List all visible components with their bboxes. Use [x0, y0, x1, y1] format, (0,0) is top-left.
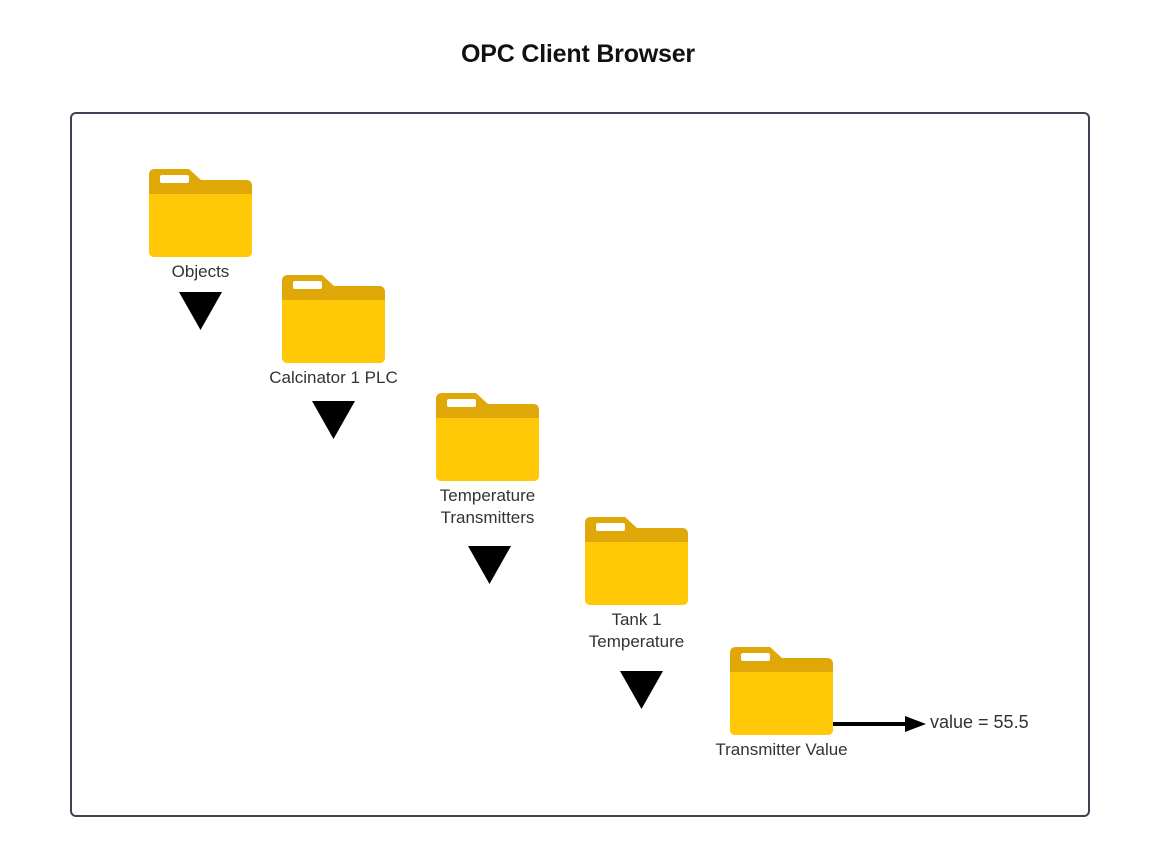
node-label: Temperature Transmitters: [439, 486, 536, 528]
down-triangle-icon: [468, 546, 511, 584]
node-label: Transmitter Value: [715, 740, 848, 759]
value-readout: value = 55.5: [930, 712, 1029, 732]
down-triangle-icon: [620, 671, 663, 709]
folder-icon: [282, 275, 385, 363]
folder-icon: [149, 169, 252, 257]
diagram-canvas: Objects Calcinator 1 PLC: [70, 112, 1090, 817]
folder-icon: [436, 393, 539, 481]
right-arrow-icon: [833, 714, 926, 734]
folder-icon: [585, 517, 688, 605]
down-triangle-icon: [179, 292, 222, 330]
node-temperature-transmitters[interactable]: Temperature Transmitters: [436, 393, 539, 527]
down-triangle-icon: [312, 401, 355, 439]
node-label: Calcinator 1 PLC: [269, 368, 398, 387]
node-tank-1-temperature[interactable]: Tank 1 Temperature: [585, 517, 688, 651]
page-title: OPC Client Browser: [461, 40, 695, 68]
folder-icon: [730, 647, 833, 735]
node-calcinator-1-plc[interactable]: Calcinator 1 PLC: [269, 275, 398, 387]
node-label: Tank 1 Temperature: [588, 610, 685, 652]
node-objects[interactable]: Objects: [149, 169, 252, 281]
node-label: Objects: [171, 262, 230, 281]
node-transmitter-value[interactable]: Transmitter Value: [715, 647, 848, 759]
